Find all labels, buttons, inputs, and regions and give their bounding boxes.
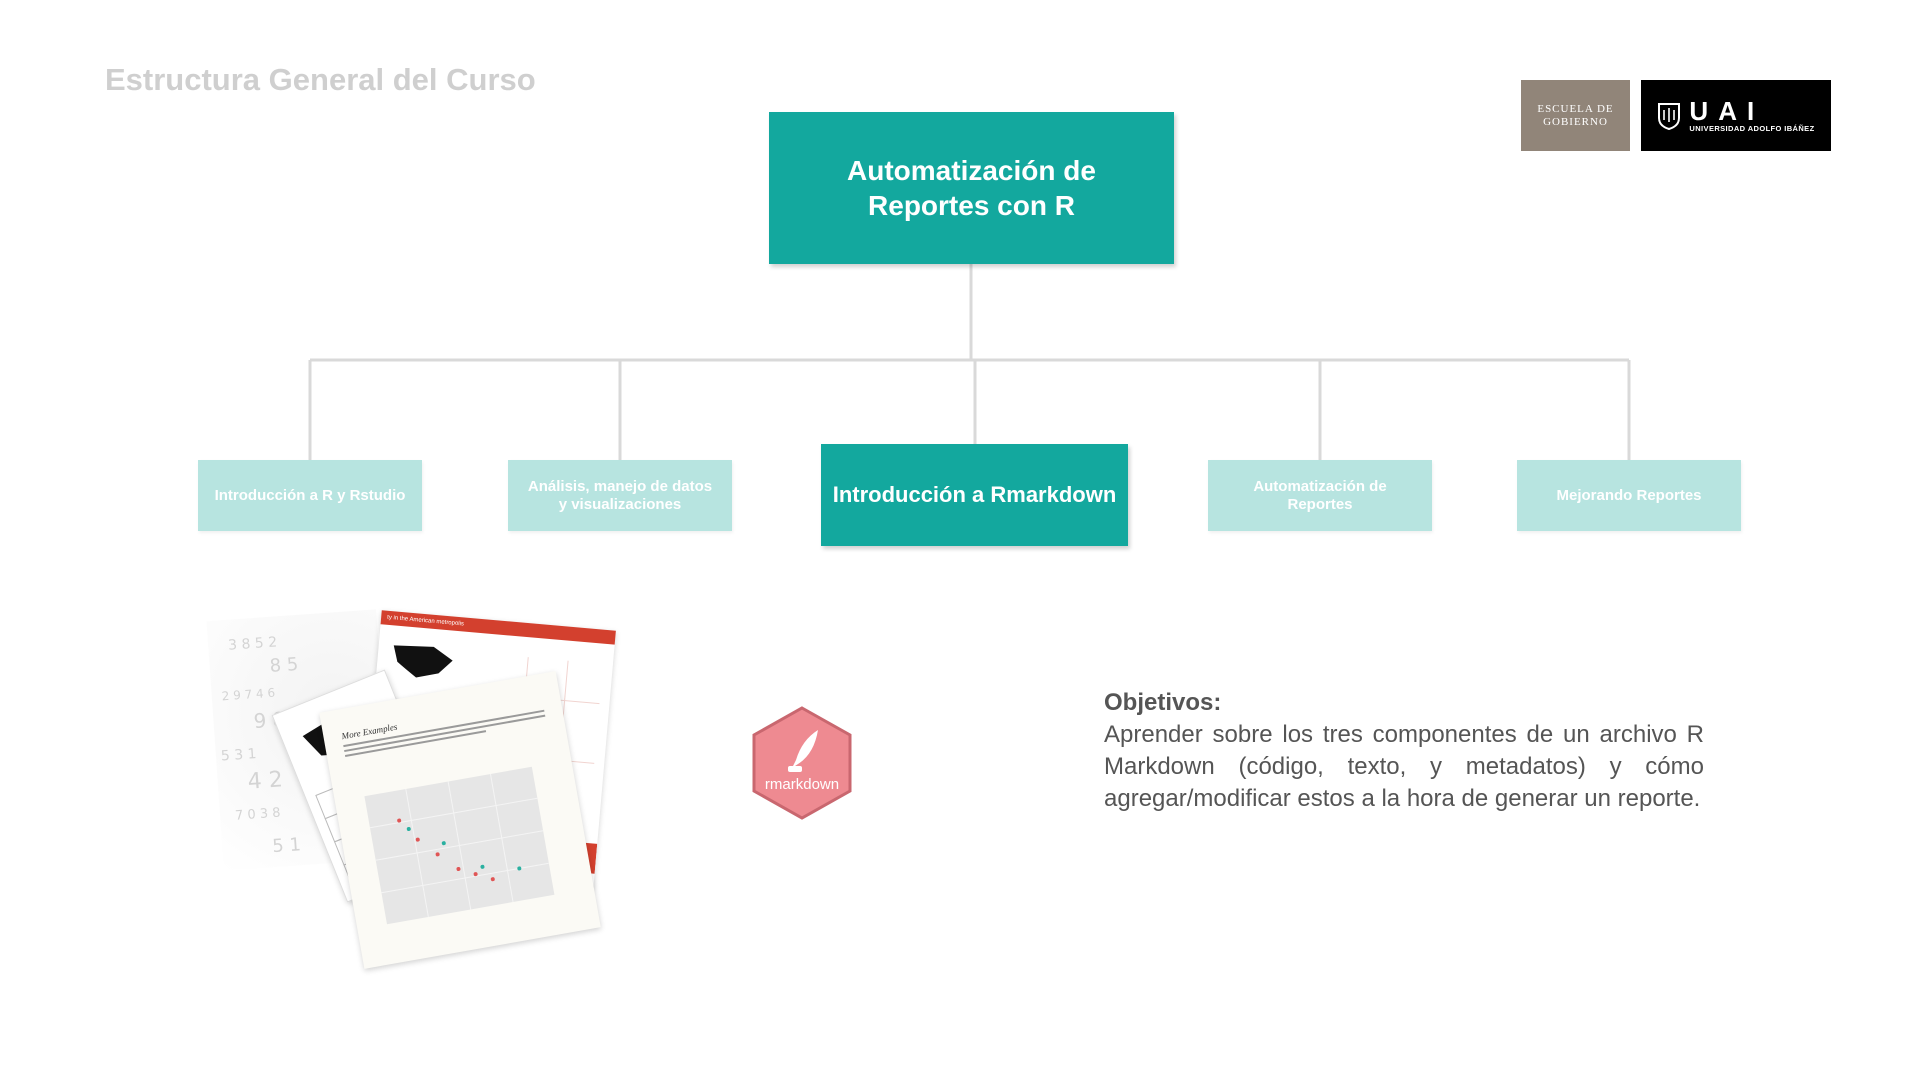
escuela-logo-line2: GOBIERNO (1543, 115, 1608, 128)
quill-icon (792, 730, 818, 768)
uai-logo: UAI UNIVERSIDAD ADOLFO IBÁÑEZ (1641, 80, 1831, 151)
numbers-texture: 3 8 5 2 8 5 2 9 7 4 6 9 8 5 3 1 4 2 7 0 … (220, 634, 302, 857)
tree-root-node: Automatización de Reportes con R (769, 112, 1174, 264)
tree-node-automatizacion: Automatización de Reportes (1208, 460, 1432, 531)
svg-text:2 9 7 4 6: 2 9 7 4 6 (221, 686, 275, 704)
objectives-block: Objetivos: Aprender sobre los tres compo… (1104, 687, 1704, 815)
svg-text:3 8 5 2: 3 8 5 2 (228, 634, 278, 653)
svg-text:7 0 3 8: 7 0 3 8 (235, 806, 281, 824)
report-examples-collage: 3 8 5 2 8 5 2 9 7 4 6 9 8 5 3 1 4 2 7 0 … (206, 609, 616, 969)
tree-node-intro-r: Introducción a R y Rstudio (198, 460, 422, 531)
objectives-text: Aprender sobre los tres componentes de u… (1104, 721, 1704, 812)
tree-node-mejorando: Mejorando Reportes (1517, 460, 1741, 531)
rmarkdown-hex-logo (752, 706, 852, 820)
svg-text:5 1: 5 1 (272, 834, 302, 857)
slide-title: Estructura General del Curso (105, 62, 536, 97)
numbers-background-paper: 3 8 5 2 8 5 2 9 7 4 6 9 8 5 3 1 4 2 7 0 … (206, 609, 394, 871)
svg-text:8 5: 8 5 (269, 654, 299, 677)
tree-node-analisis: Análisis, manejo de datos y visualizacio… (508, 460, 732, 531)
escuela-logo-line1: ESCUELA DE (1537, 102, 1614, 115)
objectives-heading: Objetivos: (1104, 689, 1222, 716)
uai-logo-letters: UAI (1689, 96, 1765, 126)
examples-report-paper: More Examples (319, 671, 601, 969)
escuela-de-gobierno-logo: ESCUELA DE GOBIERNO (1521, 80, 1630, 151)
uai-shield-icon (1658, 102, 1681, 130)
tree-node-rmarkdown-active: Introducción a Rmarkdown (821, 444, 1128, 546)
examples-report-scatterplot (364, 766, 555, 925)
rmarkdown-logo-label: rmarkdown (764, 776, 840, 793)
svg-text:5 3 1: 5 3 1 (220, 746, 257, 764)
uai-logo-subtitle: UNIVERSIDAD ADOLFO IBÁÑEZ (1689, 124, 1815, 133)
svg-text:4 2: 4 2 (247, 767, 284, 794)
